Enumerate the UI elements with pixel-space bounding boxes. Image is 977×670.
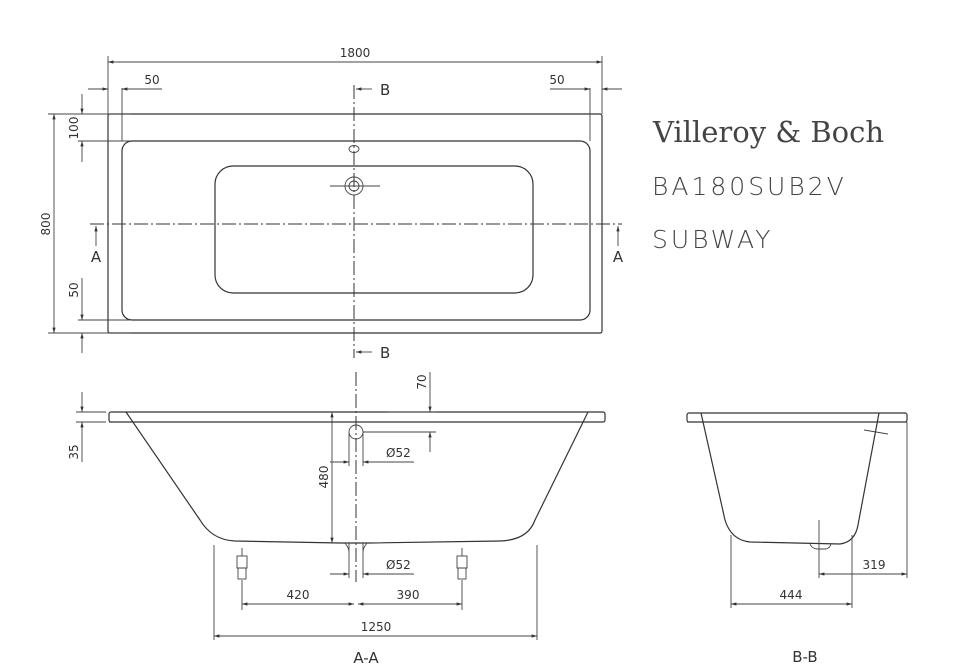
dim-rim-bottom: 50 [67,282,81,297]
series-name: SUBWAY [652,225,773,254]
brand-logo: Villeroy & Boch [652,115,884,149]
brand-block: Villeroy & Boch BA180SUB2V SUBWAY [652,115,884,254]
drain-pipe [344,542,368,578]
dim-overflow-diameter: Ø52 [386,446,411,460]
section-label-b-bottom: B [380,344,390,362]
tub-rim [686,412,908,423]
drain-icon [809,543,832,550]
model-code: BA180SUB2V [652,172,847,201]
dim-base-length: 1250 [361,620,392,634]
dim-rim-thickness: 35 [67,444,81,459]
tub-basin [214,165,534,294]
dim-depth: 480 [317,466,331,489]
dim-rim-top: 100 [67,117,81,140]
plan-view: 1800 50 50 800 100 50 A A B B [39,46,624,362]
dim-foot-right: 390 [397,588,420,602]
section-aa-view: 35 70 480 Ø52 Ø52 420 390 1250 A-A [67,372,606,667]
foot-right-icon [456,548,468,580]
section-label-b-top: B [380,81,390,99]
dim-overall-length: 1800 [340,46,371,60]
dim-base-width: 444 [780,588,803,602]
tub-profile [700,412,880,545]
tub-profile [125,411,589,544]
dim-overall-width: 800 [39,213,53,236]
section-bb-view: 319 444 B-B [686,412,908,666]
dim-drain-to-edge: 319 [863,558,886,572]
section-label-a-left: A [91,248,102,266]
tub-rim [108,411,606,423]
section-aa-title: A-A [353,649,379,667]
dim-rim-right: 50 [549,73,564,87]
dim-overflow-offset: 70 [415,374,429,389]
section-label-a-right: A [613,248,624,266]
section-bb-title: B-B [792,648,817,666]
dim-rim-left: 50 [144,73,159,87]
section-mark [863,429,889,435]
foot-left-icon [236,548,248,580]
dim-foot-left: 420 [287,588,310,602]
dim-drain-diameter: Ø52 [386,558,411,572]
tub-rim-inner [121,140,591,321]
